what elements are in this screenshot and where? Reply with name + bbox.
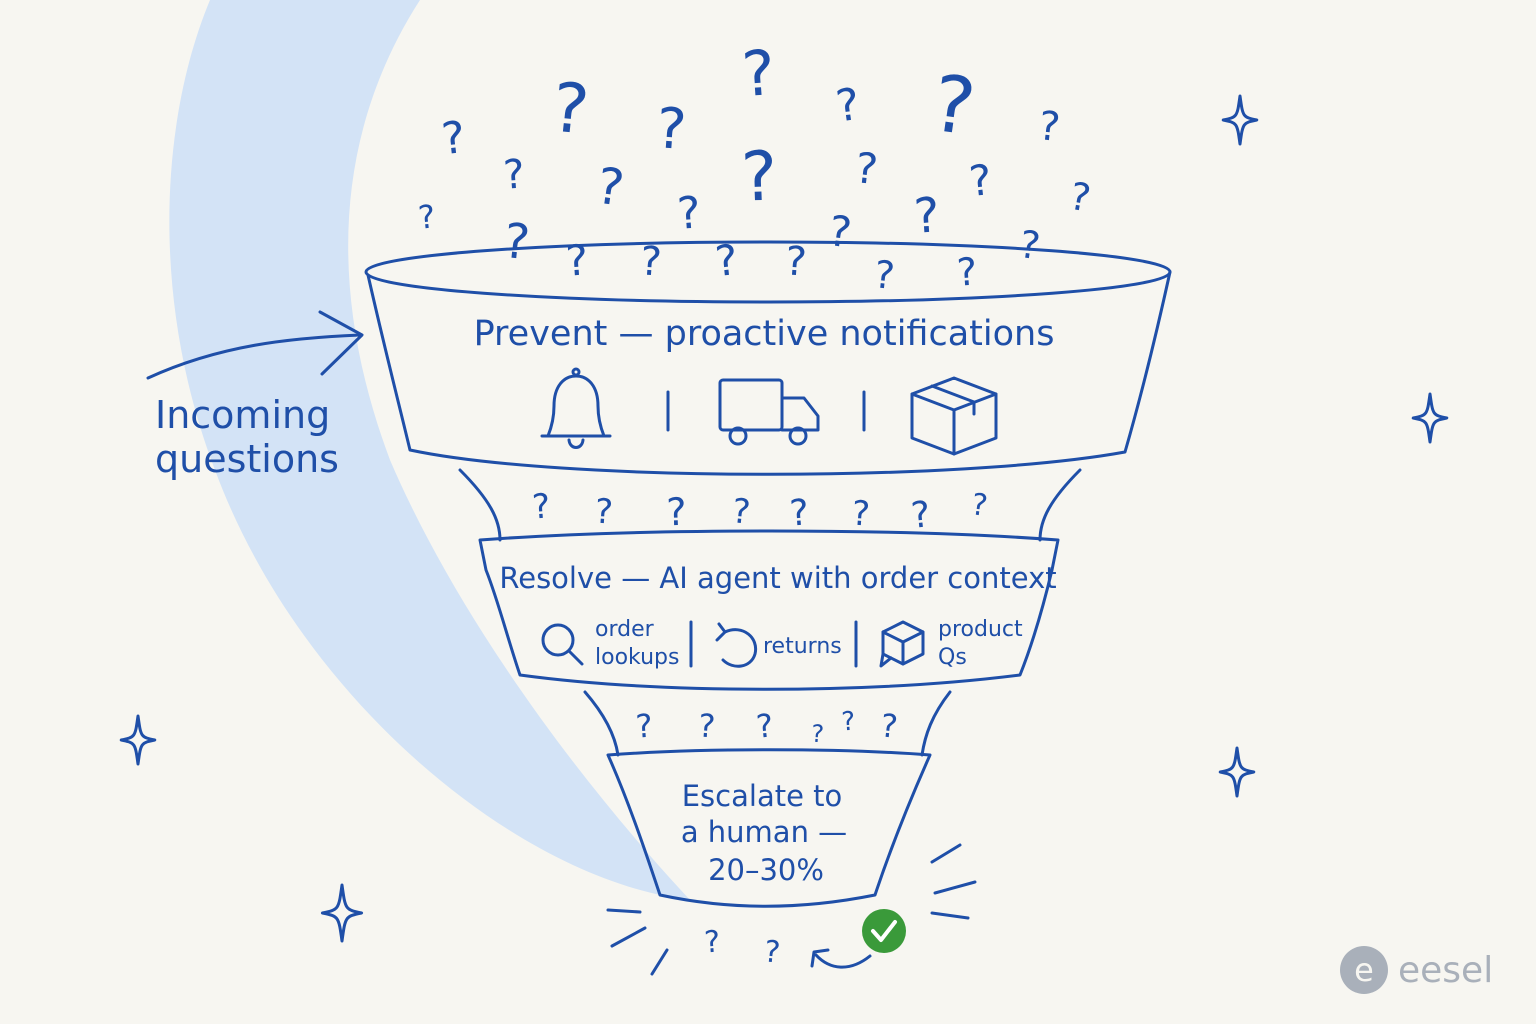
question-mark: ? (593, 157, 627, 218)
question-mark: ? (784, 238, 808, 285)
question-mark: ? (654, 96, 688, 163)
question-mark: ? (697, 706, 717, 745)
question-mark: ? (439, 112, 468, 165)
question-mark: ? (501, 213, 532, 271)
resolve-item-2-line1: returns (763, 634, 842, 659)
question-mark: ? (1036, 103, 1062, 151)
question-mark: ? (1067, 174, 1095, 221)
question-mark: ? (416, 197, 437, 237)
question-mark: ? (762, 934, 782, 970)
question-mark: ? (967, 155, 994, 206)
funnel-tier-prevent (364, 240, 1172, 476)
return-arrow-icon (715, 622, 758, 668)
curved-arrow (810, 948, 872, 969)
question-mark: ? (740, 36, 778, 111)
sparkle-icon (320, 883, 364, 943)
funnel-neck-2 (583, 690, 952, 757)
question-mark: ? (1017, 222, 1043, 268)
question-mark: ? (841, 707, 857, 738)
cube-chat-icon (879, 620, 925, 668)
question-mark: ? (833, 79, 863, 133)
question-mark: ? (879, 706, 900, 746)
question-mark: ? (703, 925, 721, 961)
question-mark: ? (810, 720, 825, 749)
question-mark: ? (955, 249, 978, 294)
question-mark: ? (548, 68, 592, 150)
eesel-logo-mark: e (1354, 951, 1374, 989)
background-swoosh (169, 0, 690, 900)
eesel-logo: e eesel (1340, 946, 1493, 994)
prevent-label: Prevent — proactive notifications (474, 314, 1055, 354)
incoming-label-line1: Incoming (155, 393, 330, 437)
escalate-label-line3: 20–30% (708, 853, 824, 887)
bell-icon (540, 367, 612, 449)
eesel-logo-text: eesel (1398, 950, 1493, 991)
question-mark: ? (639, 238, 663, 285)
question-mark: ? (872, 252, 897, 298)
escalated-question-marks: ?? (703, 925, 782, 971)
escalate-label-line1: Escalate to (682, 779, 843, 813)
question-mark: ? (927, 59, 981, 154)
question-mark: ? (634, 706, 654, 745)
filtered-question-marks-1: ???????? (531, 486, 990, 537)
sparkle-icon (1411, 392, 1449, 444)
magnifier-icon (541, 623, 584, 666)
question-mark: ? (502, 151, 526, 198)
question-mark: ? (912, 187, 941, 245)
funnel-neck-1 (458, 468, 1082, 542)
question-mark: ? (850, 493, 871, 534)
escalate-label-line2: a human — (681, 815, 847, 849)
question-mark: ? (853, 143, 880, 194)
question-mark: ? (909, 494, 932, 537)
question-mark: ? (754, 706, 775, 746)
question-mark: ? (826, 206, 855, 258)
sparkle-icon (119, 714, 157, 766)
funnel-tier-resolve (478, 529, 1060, 691)
resolve-item-1-line1: order (595, 617, 655, 642)
question-mark: ? (676, 187, 703, 240)
incoming-question-marks: ????????????????????????? (416, 36, 1094, 298)
question-mark: ? (531, 486, 552, 527)
resolve-item-1-line2: lookups (595, 645, 679, 670)
burst-lines (606, 843, 977, 976)
resolve-label: Resolve — AI agent with order context (499, 561, 1056, 595)
question-mark: ? (730, 491, 752, 533)
question-mark: ? (969, 487, 990, 524)
sparkles (119, 94, 1449, 943)
question-mark: ? (666, 490, 688, 535)
funnel-tier-escalate (606, 748, 932, 908)
truck-icon (718, 378, 820, 446)
question-mark: ? (788, 492, 810, 534)
question-mark: ? (593, 491, 614, 532)
filtered-question-marks-2: ?????? (634, 706, 899, 748)
incoming-arrow (146, 310, 364, 380)
question-mark: ? (740, 137, 779, 217)
box-icon (910, 376, 998, 456)
sparkle-icon (1218, 746, 1256, 798)
check-badge-icon (862, 909, 906, 953)
question-mark: ? (564, 235, 590, 285)
resolve-item-3-line2: Qs (938, 645, 967, 670)
incoming-label-line2: questions (155, 437, 339, 481)
sparkle-icon (1221, 94, 1259, 146)
resolve-item-3-line1: product (938, 617, 1023, 642)
